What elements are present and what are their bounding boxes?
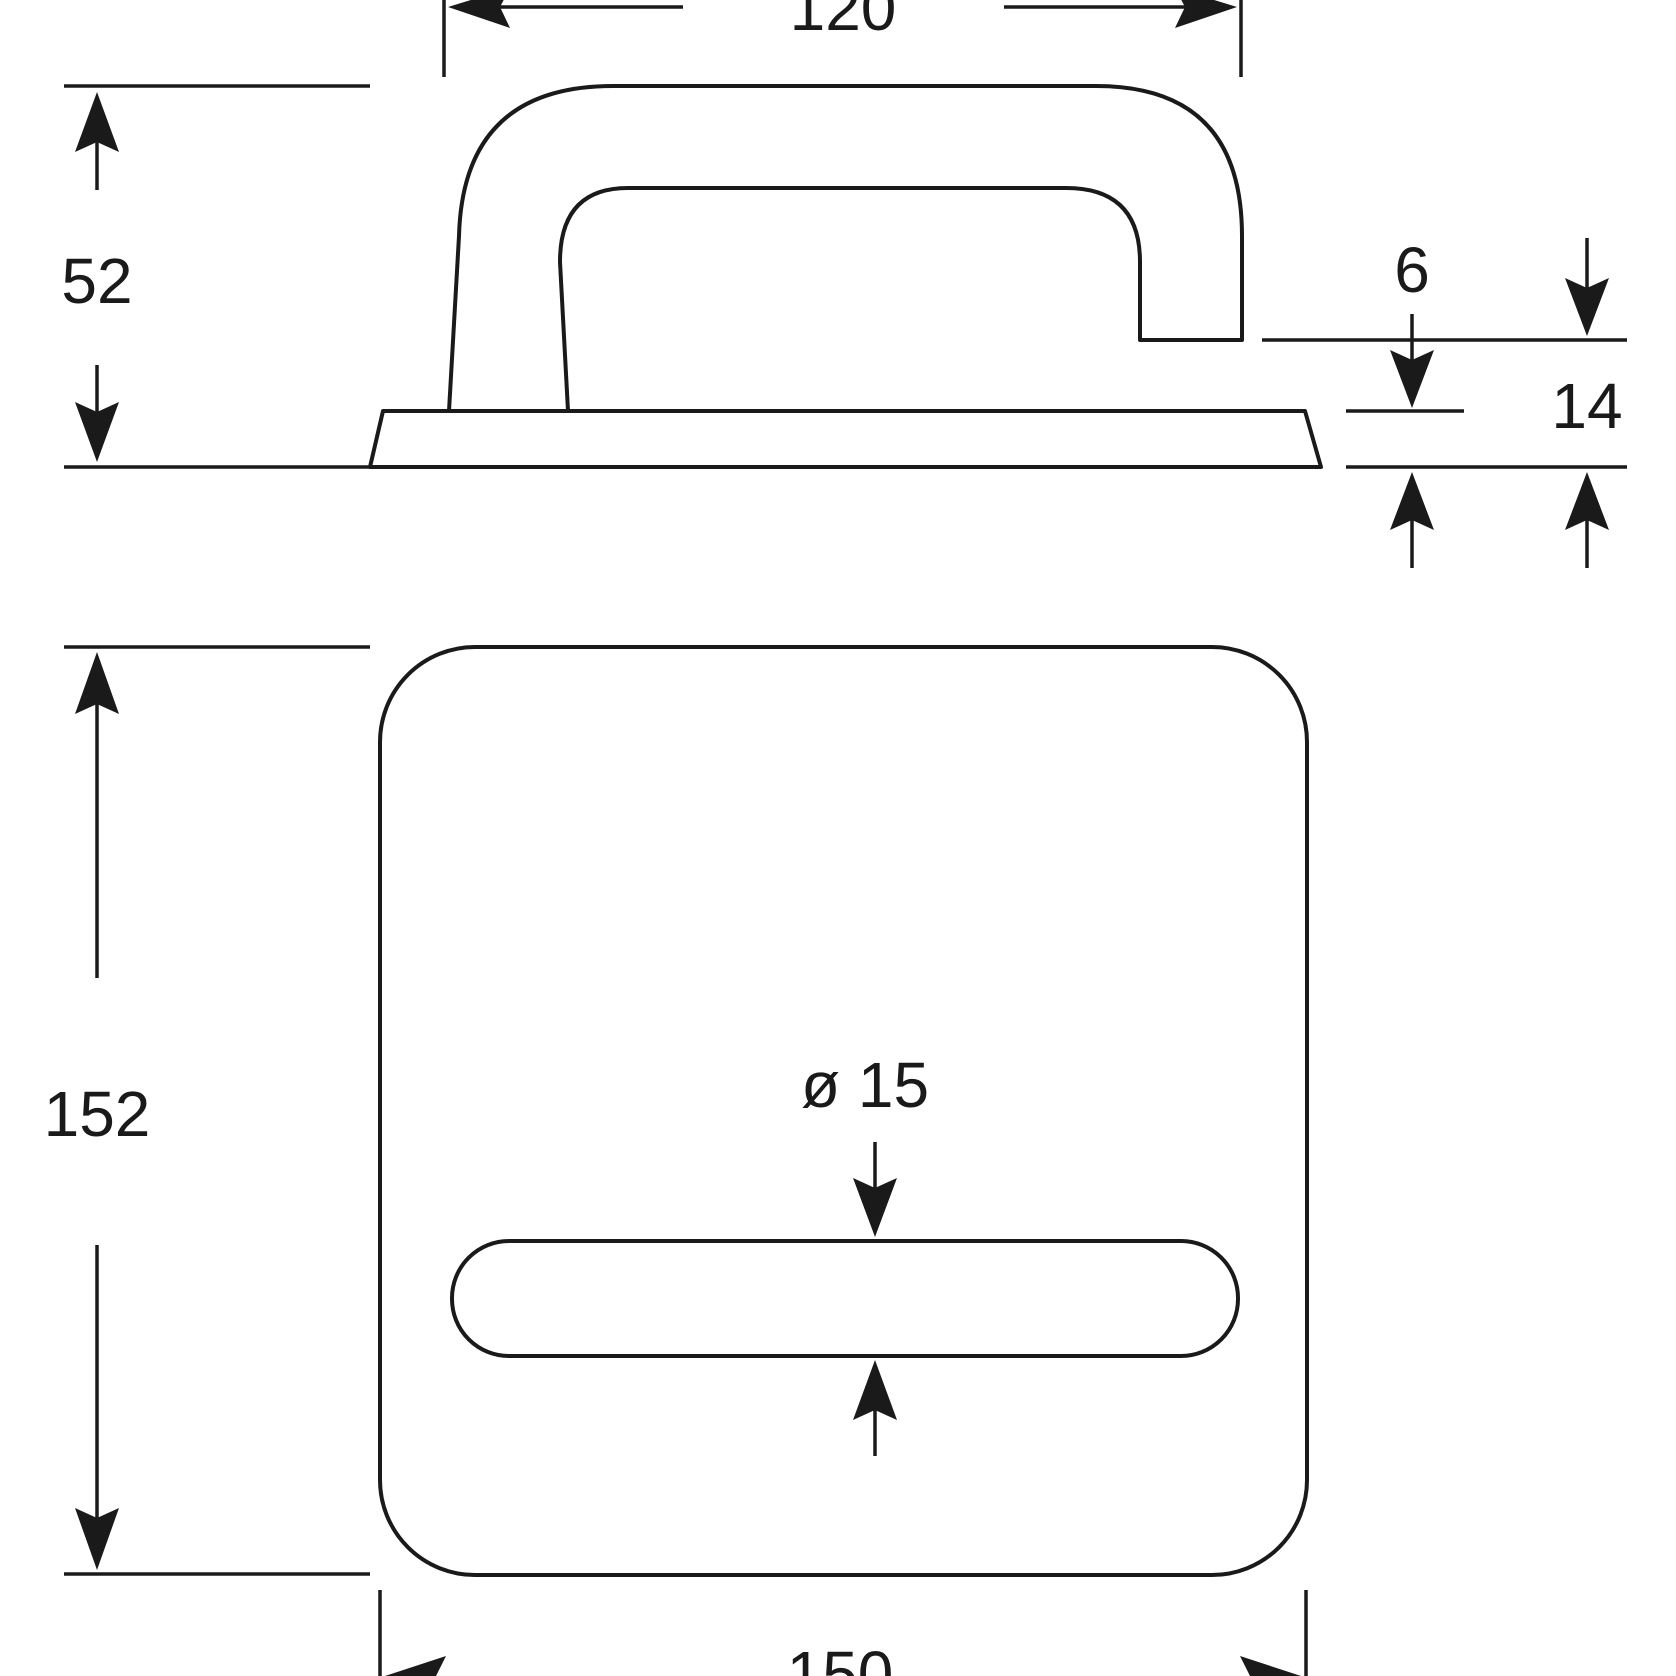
slot — [450, 1239, 1240, 1358]
dim-152-arrow-up — [75, 652, 119, 714]
dim-150-arrow-right — [1240, 1656, 1301, 1676]
side-view: 120 52 6 14 — [61, 0, 1627, 568]
dim-6-label: 6 — [1394, 234, 1430, 306]
dim-15-arrow-down — [853, 1178, 897, 1237]
dim-150-arrow-left — [385, 1656, 446, 1676]
dim-14-label: 14 — [1551, 370, 1622, 442]
dim-15-label: ø 15 — [801, 1049, 929, 1121]
dim-6-arrow-down — [1390, 350, 1434, 408]
top-view: 152 ø 15 150 — [44, 645, 1309, 1676]
dim-120-arrow-left — [448, 0, 510, 28]
dim-6-arrow-up — [1390, 472, 1434, 530]
dim-14-arrow-up — [1565, 472, 1609, 530]
dim-15-arrow-up — [853, 1360, 897, 1420]
dim-120-arrow-right — [1175, 0, 1237, 28]
dim-14-arrow-down — [1565, 278, 1609, 336]
dim-52-arrow-up — [75, 92, 119, 152]
dim-120-label: 120 — [790, 0, 897, 44]
dim-52-arrow-down — [75, 402, 119, 462]
dim-150-label: 150 — [787, 1638, 894, 1676]
base-plate-top — [378, 645, 1309, 1577]
dim-152-arrow-down — [75, 1508, 119, 1570]
dim-52-label: 52 — [61, 245, 132, 317]
handle-outer-contour — [447, 84, 1244, 413]
dim-152-label: 152 — [44, 1078, 151, 1150]
base-plate-side — [368, 409, 1323, 469]
